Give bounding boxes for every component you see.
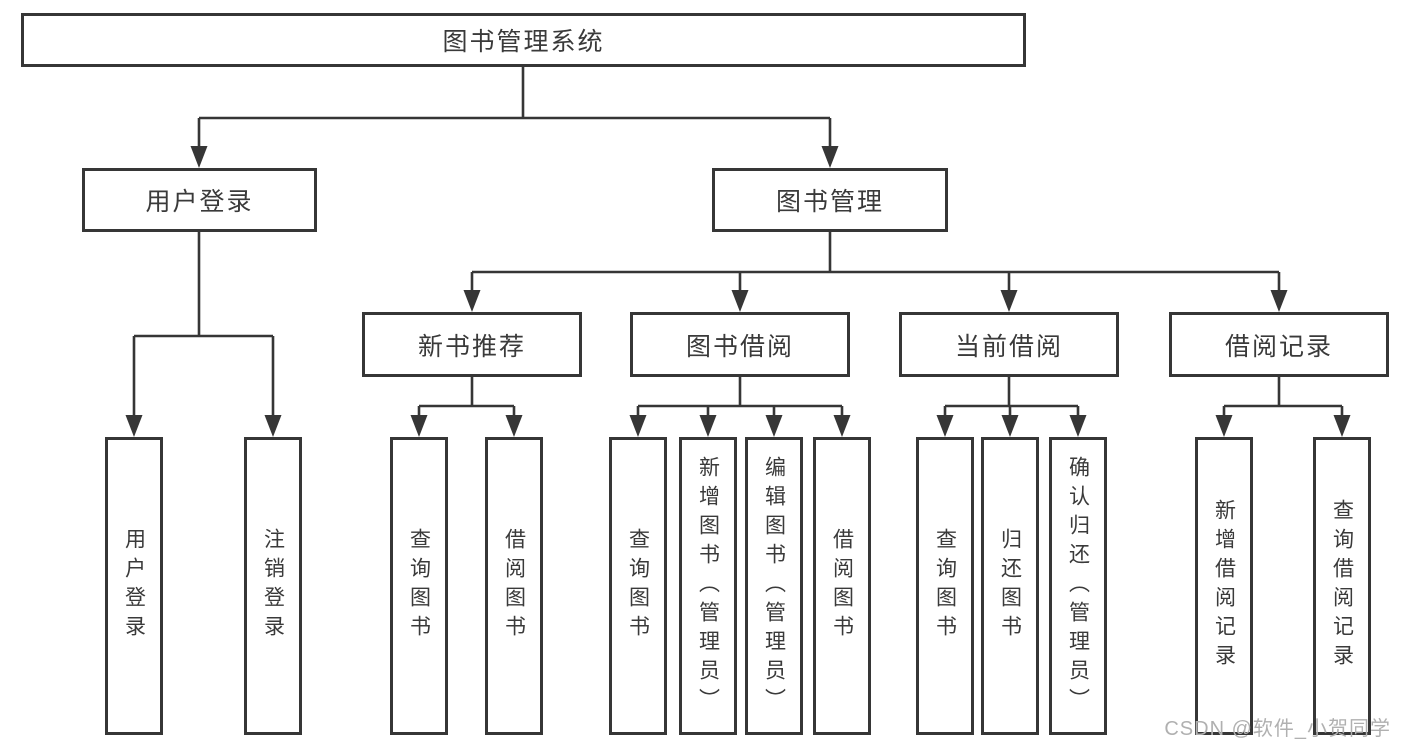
leaf-confirm-return-admin-label: 确认归还（管理员） — [1066, 455, 1090, 717]
node-user-login-label: 用户登录 — [145, 188, 254, 216]
leaf-query-borrow-record-label: 查询借阅记录 — [1330, 499, 1354, 673]
node-book-borrow-label: 图书借阅 — [685, 332, 794, 361]
node-root-label: 图书管理系统 — [442, 28, 605, 56]
leaf-user-login: 用户登录 — [105, 437, 163, 735]
connector-user-login-branch — [125, 232, 282, 437]
watermark: CSDN @软件_小贺同学 — [1164, 718, 1391, 740]
connector-borrow-records-branch — [1215, 377, 1351, 437]
node-book-management-label: 图书管理 — [775, 188, 884, 216]
connector-book-management-branch — [463, 232, 1288, 312]
leaf-edit-book-admin-label: 编辑图书（管理员） — [762, 455, 786, 717]
leaf-add-borrow-record-label: 新增借阅记录 — [1212, 499, 1236, 673]
connector-current-borrow-branch — [936, 377, 1087, 437]
leaf-query-book-borrow-label: 查询图书 — [626, 528, 650, 644]
connector-book-borrow-branch — [629, 377, 851, 437]
node-user-login: 用户登录 — [82, 168, 317, 232]
leaf-add-book-admin-label: 新增图书（管理员） — [696, 455, 720, 717]
connector-new-book-recommend-branch — [410, 377, 523, 437]
leaf-query-book-borrow: 查询图书 — [609, 437, 667, 735]
leaf-query-book-current: 查询图书 — [916, 437, 974, 735]
leaf-edit-book-admin: 编辑图书（管理员） — [745, 437, 803, 735]
node-borrow-records-label: 借阅记录 — [1224, 332, 1333, 361]
node-book-management: 图书管理 — [712, 168, 948, 232]
node-current-borrow-label: 当前借阅 — [954, 332, 1063, 361]
connector-root-to-level2 — [190, 66, 839, 168]
node-new-book-recommend-label: 新书推荐 — [417, 332, 526, 361]
leaf-borrow-book: 借阅图书 — [813, 437, 871, 735]
leaf-return-book: 归还图书 — [981, 437, 1039, 735]
leaf-query-book-current-label: 查询图书 — [933, 528, 957, 644]
leaf-query-book-recommend-label: 查询图书 — [407, 528, 431, 644]
node-current-borrow: 当前借阅 — [899, 312, 1119, 377]
leaf-borrow-book-recommend-label: 借阅图书 — [502, 528, 526, 644]
node-root: 图书管理系统 — [21, 13, 1026, 67]
leaf-return-book-label: 归还图书 — [998, 528, 1022, 644]
leaf-query-book-recommend: 查询图书 — [390, 437, 448, 735]
leaf-add-book-admin: 新增图书（管理员） — [679, 437, 737, 735]
leaf-confirm-return-admin: 确认归还（管理员） — [1049, 437, 1107, 735]
node-book-borrow: 图书借阅 — [630, 312, 850, 377]
leaf-borrow-book-label: 借阅图书 — [830, 528, 854, 644]
node-new-book-recommend: 新书推荐 — [362, 312, 582, 377]
node-borrow-records: 借阅记录 — [1169, 312, 1389, 377]
leaf-user-login-label: 用户登录 — [122, 528, 146, 644]
leaf-logout: 注销登录 — [244, 437, 302, 735]
leaf-query-borrow-record: 查询借阅记录 — [1313, 437, 1371, 735]
leaf-add-borrow-record: 新增借阅记录 — [1195, 437, 1253, 735]
leaf-borrow-book-recommend: 借阅图书 — [485, 437, 543, 735]
leaf-logout-label: 注销登录 — [261, 528, 285, 644]
